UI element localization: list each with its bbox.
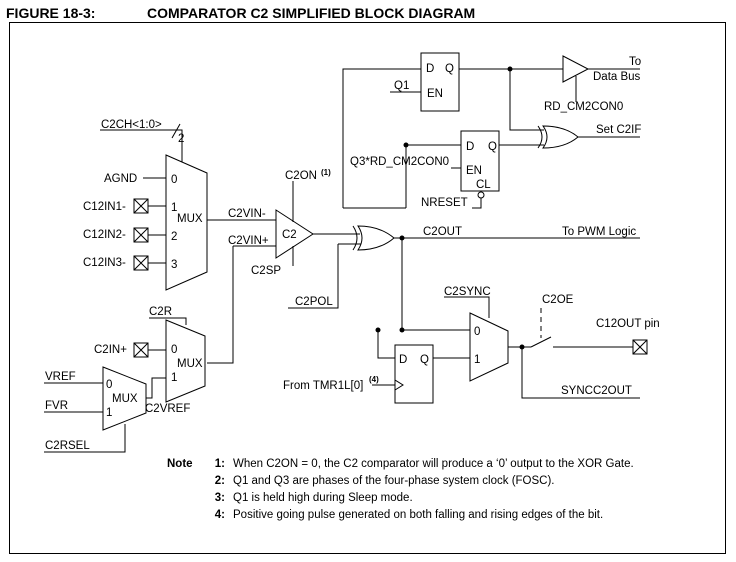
q1-latch <box>420 52 460 112</box>
data-bus-buffer <box>562 55 590 83</box>
c2on-label: C2ON <box>285 170 317 182</box>
c2in-plus-mux-in0: 0 <box>171 344 177 356</box>
note-item: 3: Q1 is held high during Sleep mode. <box>167 490 634 507</box>
note-number: 3: <box>214 492 225 504</box>
note-item: 2: Q1 and Q3 are phases of the four-phas… <box>167 473 634 490</box>
mux-in0-label: 0 <box>171 174 177 186</box>
q1-latch-d-label: D <box>426 63 434 75</box>
c12out-pin-label: C12OUT pin <box>596 318 660 330</box>
sync-ff-q-label: Q <box>420 354 429 366</box>
notes-heading: Note <box>167 458 193 470</box>
q3-latch-en-label: EN <box>466 165 482 177</box>
output-switch <box>530 336 552 348</box>
q3-rd-label: Q3*RD_CM2CON0 <box>350 156 449 168</box>
c2r-label: C2R <box>149 306 172 318</box>
c12in2-pin-icon <box>133 227 149 243</box>
c2out-label: C2OUT <box>423 226 462 238</box>
mux-in1-label: 1 <box>171 202 177 214</box>
vref-label: VREF <box>45 371 76 383</box>
nreset-label: NRESET <box>421 197 468 209</box>
data-bus-label: Data Bus <box>593 71 641 83</box>
c2vref-label: C2VREF <box>145 403 190 415</box>
note-text: Q1 is held high during Sleep mode. <box>233 492 413 504</box>
c2in-plus-mux <box>165 319 206 403</box>
q1-latch-en-label: EN <box>427 88 443 100</box>
note-text: Q1 and Q3 are phases of the four-phase s… <box>233 475 555 487</box>
note-number: 4: <box>214 509 225 521</box>
c2pol-wire <box>288 244 339 309</box>
sync-mux-in1: 1 <box>474 354 480 366</box>
c2in-plus-mux-in1: 1 <box>171 372 177 384</box>
sync-flip-flop <box>394 344 434 404</box>
vref-mux-in1: 1 <box>106 407 112 419</box>
syncc2out-label: SYNCC2OUT <box>561 385 632 397</box>
q3-latch-d-label: D <box>466 141 474 153</box>
c2on-note-ref: (1) <box>321 168 331 177</box>
comparator-c2-label: C2 <box>282 229 297 241</box>
bus-width-label: 2 <box>178 133 184 145</box>
polarity-xor-gate <box>352 225 395 251</box>
q3-latch-cl-label: CL <box>476 179 491 191</box>
c2rsel-label: C2RSEL <box>45 440 90 452</box>
input-mux-label: MUX <box>177 213 203 225</box>
note-item: 4: Positive going pulse generated on bot… <box>167 507 634 524</box>
sync-ff-d-label: D <box>399 354 407 366</box>
c2sync-label: C2SYNC <box>444 286 491 298</box>
to-pwm-label: To PWM Logic <box>562 226 636 238</box>
tmr-note-ref: (4) <box>369 375 379 384</box>
q3-latch-q-label: Q <box>488 141 497 153</box>
c2sp-label: C2SP <box>251 265 281 277</box>
note-item: Note 1: When C2ON = 0, the C2 comparator… <box>167 456 634 473</box>
note-text: When C2ON = 0, the C2 comparator will pr… <box>233 458 634 470</box>
clock-edge-icon <box>394 379 404 391</box>
vref-mux-label: MUX <box>112 393 138 405</box>
c12out-pin-icon <box>632 339 648 355</box>
c2in-plus-mux-label: MUX <box>177 358 203 370</box>
c12in3-pin-icon <box>133 255 149 271</box>
fvr-label: FVR <box>45 400 68 412</box>
c12in1-pin-icon <box>133 198 149 214</box>
latch-d-wire <box>342 68 421 208</box>
comparator-c2 <box>275 209 314 259</box>
from-tmr1l-label: From TMR1L[0] <box>283 380 363 392</box>
c2oe-label: C2OE <box>542 294 574 306</box>
q3-latch <box>460 130 500 192</box>
vref-mux-in0: 0 <box>106 379 112 391</box>
note-number: 2: <box>214 475 225 487</box>
diagram-frame <box>9 22 726 554</box>
vin-plus-route <box>207 246 234 364</box>
input-mux <box>165 154 208 291</box>
q1-latch-q-label: Q <box>445 63 454 75</box>
figure-number: FIGURE 18-3: <box>6 5 96 21</box>
q1-label: Q1 <box>394 80 409 92</box>
mux-in3-label: 3 <box>171 259 177 271</box>
c12in3-label: C12IN3- <box>83 257 126 269</box>
agnd-label: AGND <box>104 173 137 185</box>
note-text: Positive going pulse generated on both f… <box>233 509 604 521</box>
rd-cm2con0-label: RD_CM2CON0 <box>544 101 623 113</box>
sync-mux <box>469 312 509 382</box>
c2in-plus-pin-icon <box>133 342 149 358</box>
set-c2if-label: Set C2IF <box>596 124 641 136</box>
c2ch-label: C2CH<1:0> <box>101 119 162 131</box>
c2pol-label: C2POL <box>295 296 333 308</box>
async-path <box>401 238 470 331</box>
sync-mux-in0: 0 <box>474 326 480 338</box>
c12in2-label: C12IN2- <box>83 229 126 241</box>
c2vin-plus-label: C2VIN+ <box>228 235 269 247</box>
c2vin-minus-label: C2VIN- <box>228 208 266 220</box>
note-number: 1: <box>214 458 225 470</box>
figure-title: COMPARATOR C2 SIMPLIFIED BLOCK DIAGRAM <box>147 5 476 21</box>
mux-in2-label: 2 <box>171 231 177 243</box>
c12in1-label: C12IN1- <box>83 201 126 213</box>
syncc2out-wire <box>521 347 640 399</box>
interrupt-xor-gate <box>537 125 579 149</box>
notes-block: Note 1: When C2ON = 0, the C2 comparator… <box>167 456 634 524</box>
vref-mux <box>102 366 147 431</box>
c2in-plus-label: C2IN+ <box>94 344 127 356</box>
channel-select-bus <box>100 123 183 170</box>
reset-bubble <box>477 191 485 199</box>
to-label: To <box>629 56 641 68</box>
